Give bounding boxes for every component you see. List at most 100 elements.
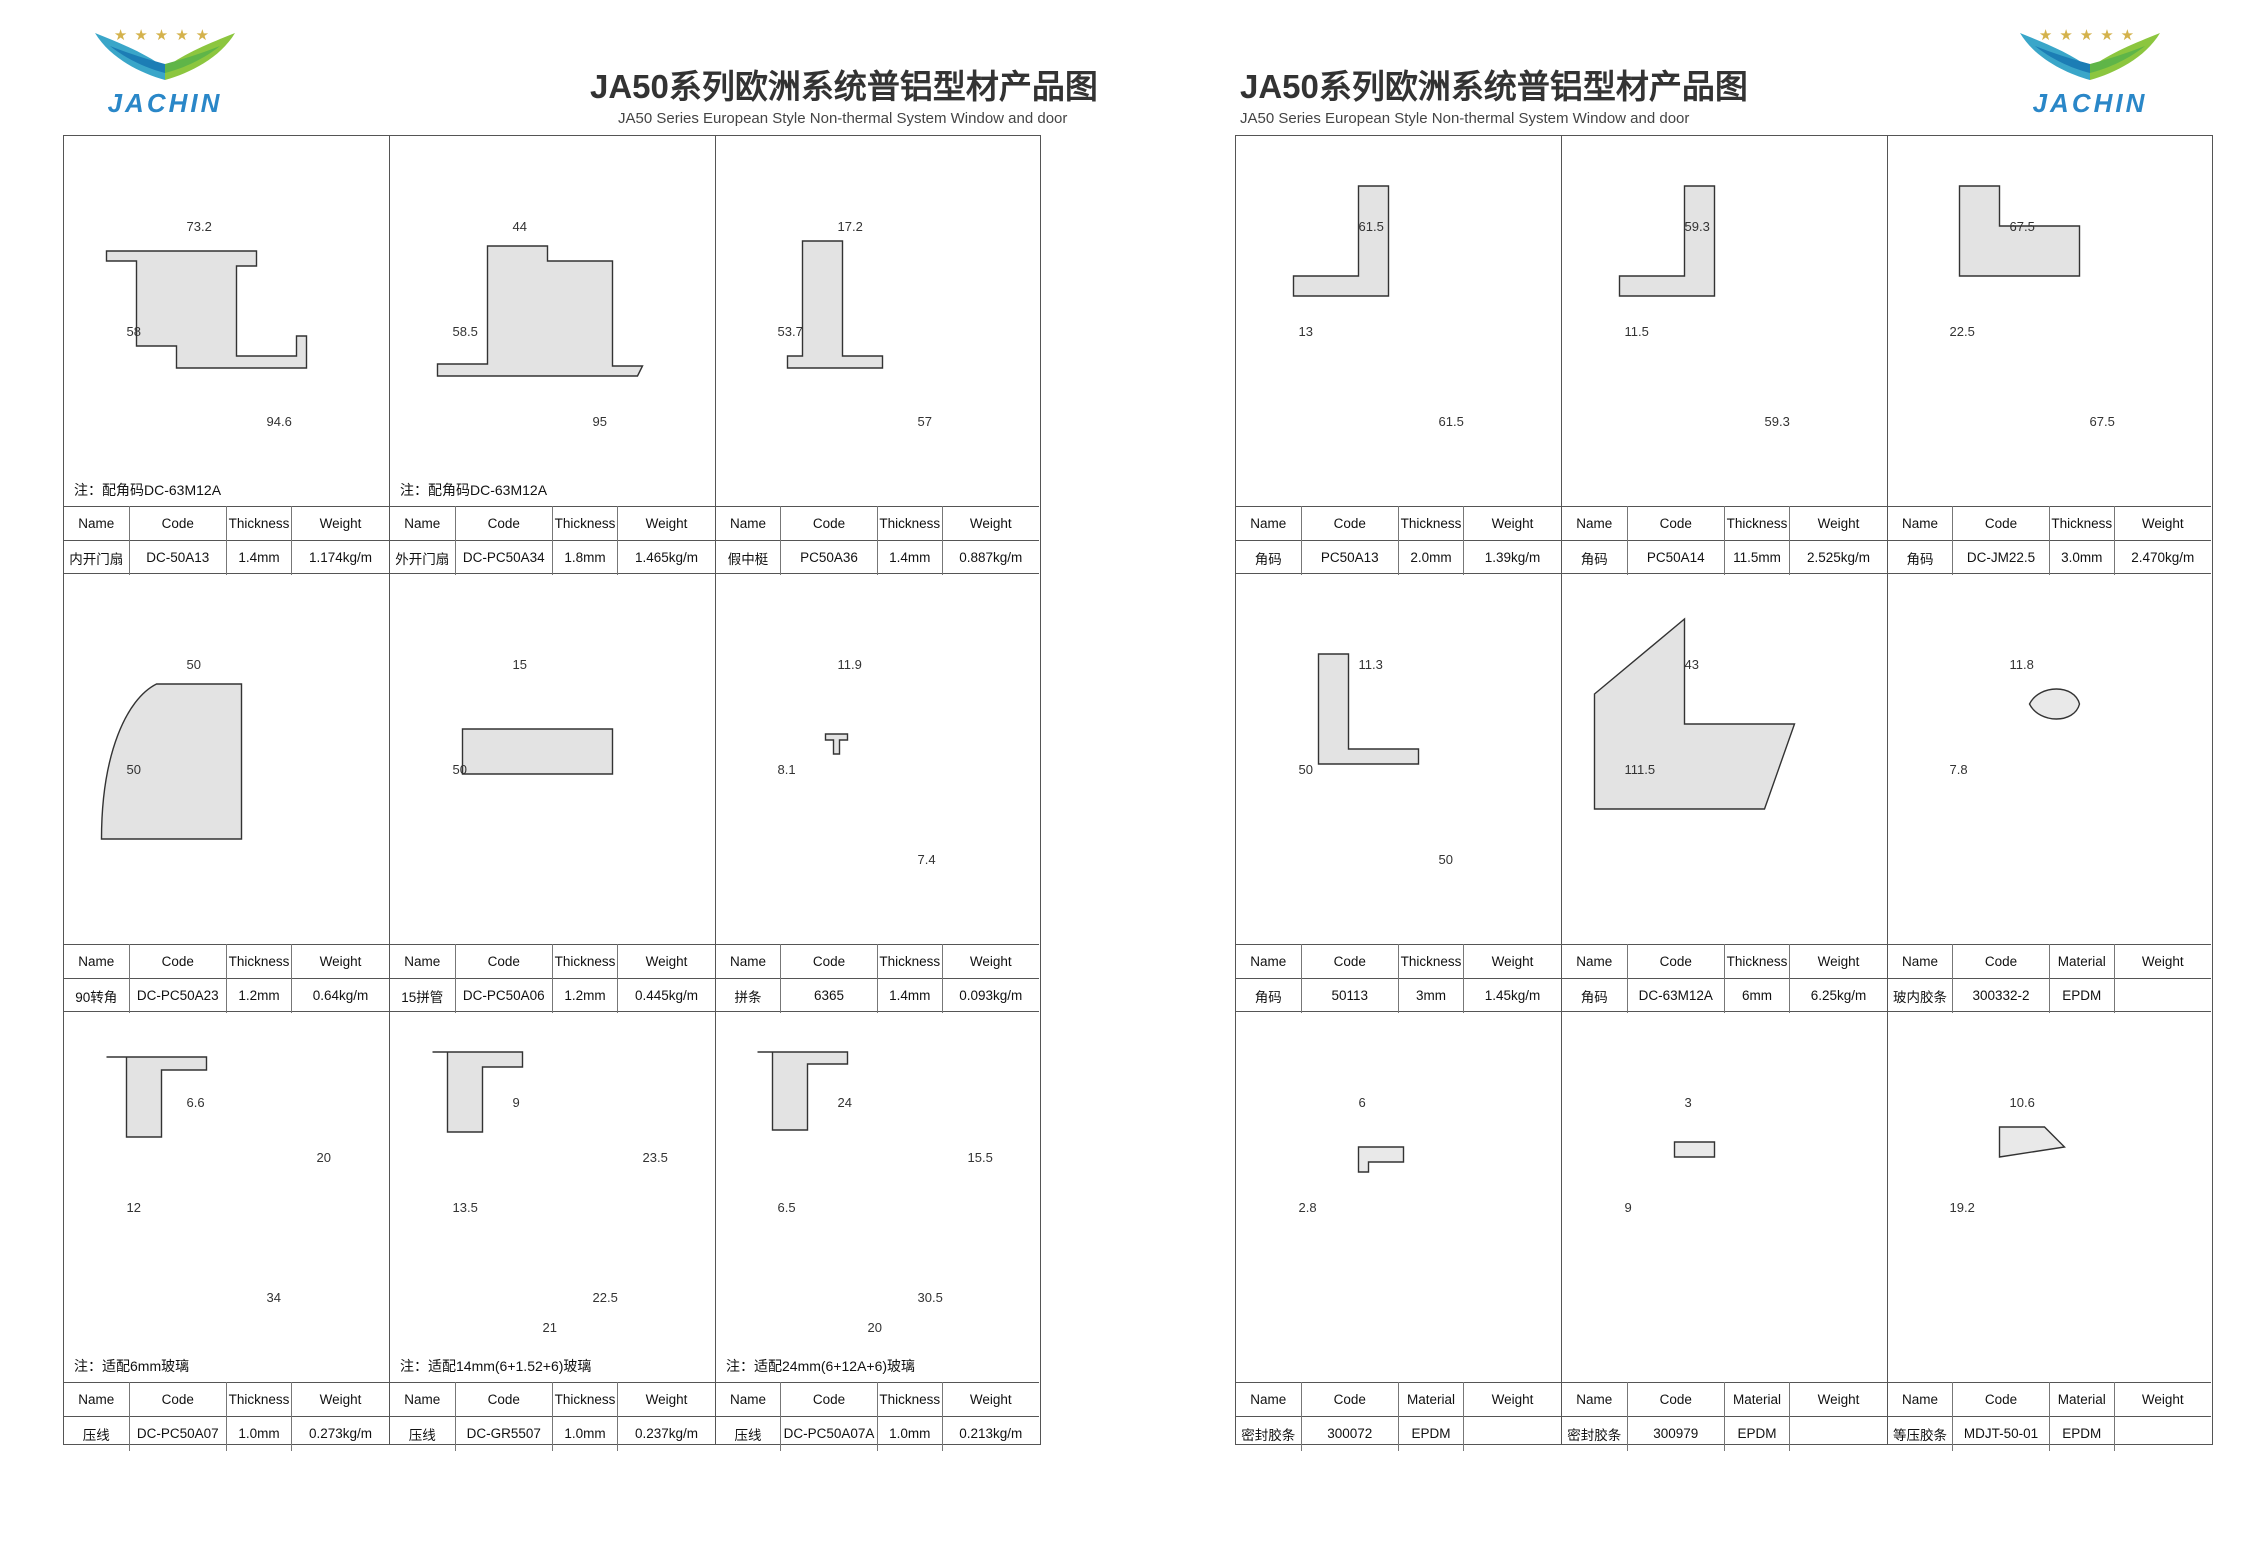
spec-header: Name bbox=[1888, 506, 1954, 541]
spec-header: Weight bbox=[1463, 506, 1561, 541]
profile-drawing: 43 111.5 bbox=[1562, 574, 1887, 944]
spec-value bbox=[2114, 1416, 2211, 1451]
spec-header: Name bbox=[1888, 1382, 1954, 1417]
spec-header: Thickness bbox=[877, 506, 943, 541]
spec-header: Code bbox=[455, 1382, 553, 1417]
brand-name: JACHIN bbox=[107, 88, 223, 118]
spec-value: 压线 bbox=[716, 1416, 782, 1451]
spec-header: Code bbox=[129, 506, 227, 541]
dimension-label: 22.5 bbox=[1950, 324, 1975, 339]
dimension-label: 95 bbox=[593, 414, 607, 429]
spec-value: 2.525kg/m bbox=[1789, 540, 1887, 575]
spec-header: Code bbox=[1952, 1382, 2050, 1417]
spec-header: Code bbox=[1627, 1382, 1725, 1417]
spec-header: Weight bbox=[942, 1382, 1039, 1417]
jachin-logo: ★★★★★ JACHIN bbox=[80, 18, 250, 118]
spec-header: Code bbox=[455, 944, 553, 979]
dimension-label: 58 bbox=[127, 324, 141, 339]
spec-header: Name bbox=[1562, 1382, 1628, 1417]
dimension-label: 50 bbox=[453, 762, 467, 777]
spec-header: Name bbox=[390, 506, 456, 541]
dimension-label: 43 bbox=[1685, 657, 1699, 672]
spec-header: Weight bbox=[942, 506, 1039, 541]
spec-value: 0.64kg/m bbox=[291, 978, 389, 1013]
spec-header: Weight bbox=[617, 1382, 715, 1417]
spec-value: 角码 bbox=[1562, 978, 1628, 1013]
page-title-right: JA50系列欧洲系统普铝型材产品图 bbox=[1240, 68, 1748, 105]
profile-section-icon: 62.8 bbox=[1299, 1095, 1405, 1215]
spec-header: Thickness bbox=[1724, 506, 1790, 541]
spec-header: Weight bbox=[2114, 1382, 2211, 1417]
dimension-label: 50 bbox=[1439, 852, 1453, 867]
spec-value: EPDM bbox=[1724, 1416, 1790, 1451]
spec-value: 50113 bbox=[1301, 978, 1399, 1013]
dimension-label: 11.9 bbox=[838, 657, 862, 672]
spec-value: 11.5mm bbox=[1724, 540, 1790, 575]
spec-header: Code bbox=[1952, 506, 2050, 541]
stars-icon: ★★★★★ bbox=[113, 27, 217, 44]
dimension-label: 20 bbox=[317, 1150, 331, 1165]
spec-value: 1.0mm bbox=[226, 1416, 292, 1451]
dimension-label: 111.5 bbox=[1625, 762, 1656, 777]
profile-section-icon: 59.311.559.3 bbox=[1618, 185, 1790, 429]
dimension-label: 34 bbox=[267, 1290, 281, 1305]
spec-value: 300979 bbox=[1627, 1416, 1725, 1451]
spec-value: 压线 bbox=[390, 1416, 456, 1451]
dimension-label: 50 bbox=[1299, 762, 1313, 777]
spec-header: Thickness bbox=[226, 944, 292, 979]
spec-value: DC-PC50A07A bbox=[780, 1416, 878, 1451]
spec-value: 6365 bbox=[780, 978, 878, 1013]
spec-value: DC-PC50A07 bbox=[129, 1416, 227, 1451]
spec-header: Weight bbox=[291, 1382, 389, 1417]
dimension-label: 19.2 bbox=[1950, 1200, 1975, 1215]
dimension-label: 61.5 bbox=[1439, 414, 1464, 429]
profile-note: 注：适配6mm玻璃 bbox=[74, 1358, 190, 1374]
spec-value: 角码 bbox=[1236, 978, 1302, 1013]
dimension-label: 12 bbox=[127, 1200, 141, 1215]
spec-header: Thickness bbox=[1398, 506, 1464, 541]
dimension-label: 53.7 bbox=[778, 324, 803, 339]
spec-value: 1.4mm bbox=[877, 540, 943, 575]
dimension-label: 73.2 bbox=[187, 219, 212, 234]
spec-header: Name bbox=[390, 1382, 456, 1417]
profile-section-icon: 43 111.5 bbox=[1593, 617, 1796, 810]
spec-header: Thickness bbox=[877, 944, 943, 979]
spec-header: Code bbox=[1627, 506, 1725, 541]
spec-header: Code bbox=[1301, 1382, 1399, 1417]
dimension-label: 50 bbox=[187, 657, 201, 672]
dimension-label: 94.6 bbox=[267, 414, 292, 429]
spec-value: 压线 bbox=[64, 1416, 130, 1451]
spec-header: Name bbox=[1888, 944, 1954, 979]
dimension-label: 6.6 bbox=[187, 1095, 205, 1110]
profile-section-icon: 39 bbox=[1625, 1095, 1716, 1215]
spec-header: Code bbox=[455, 506, 553, 541]
spec-header: Code bbox=[1301, 506, 1399, 541]
spec-value: 6.25kg/m bbox=[1789, 978, 1887, 1013]
spec-header: Code bbox=[1301, 944, 1399, 979]
spec-value: MDJT-50-01 bbox=[1952, 1416, 2050, 1451]
